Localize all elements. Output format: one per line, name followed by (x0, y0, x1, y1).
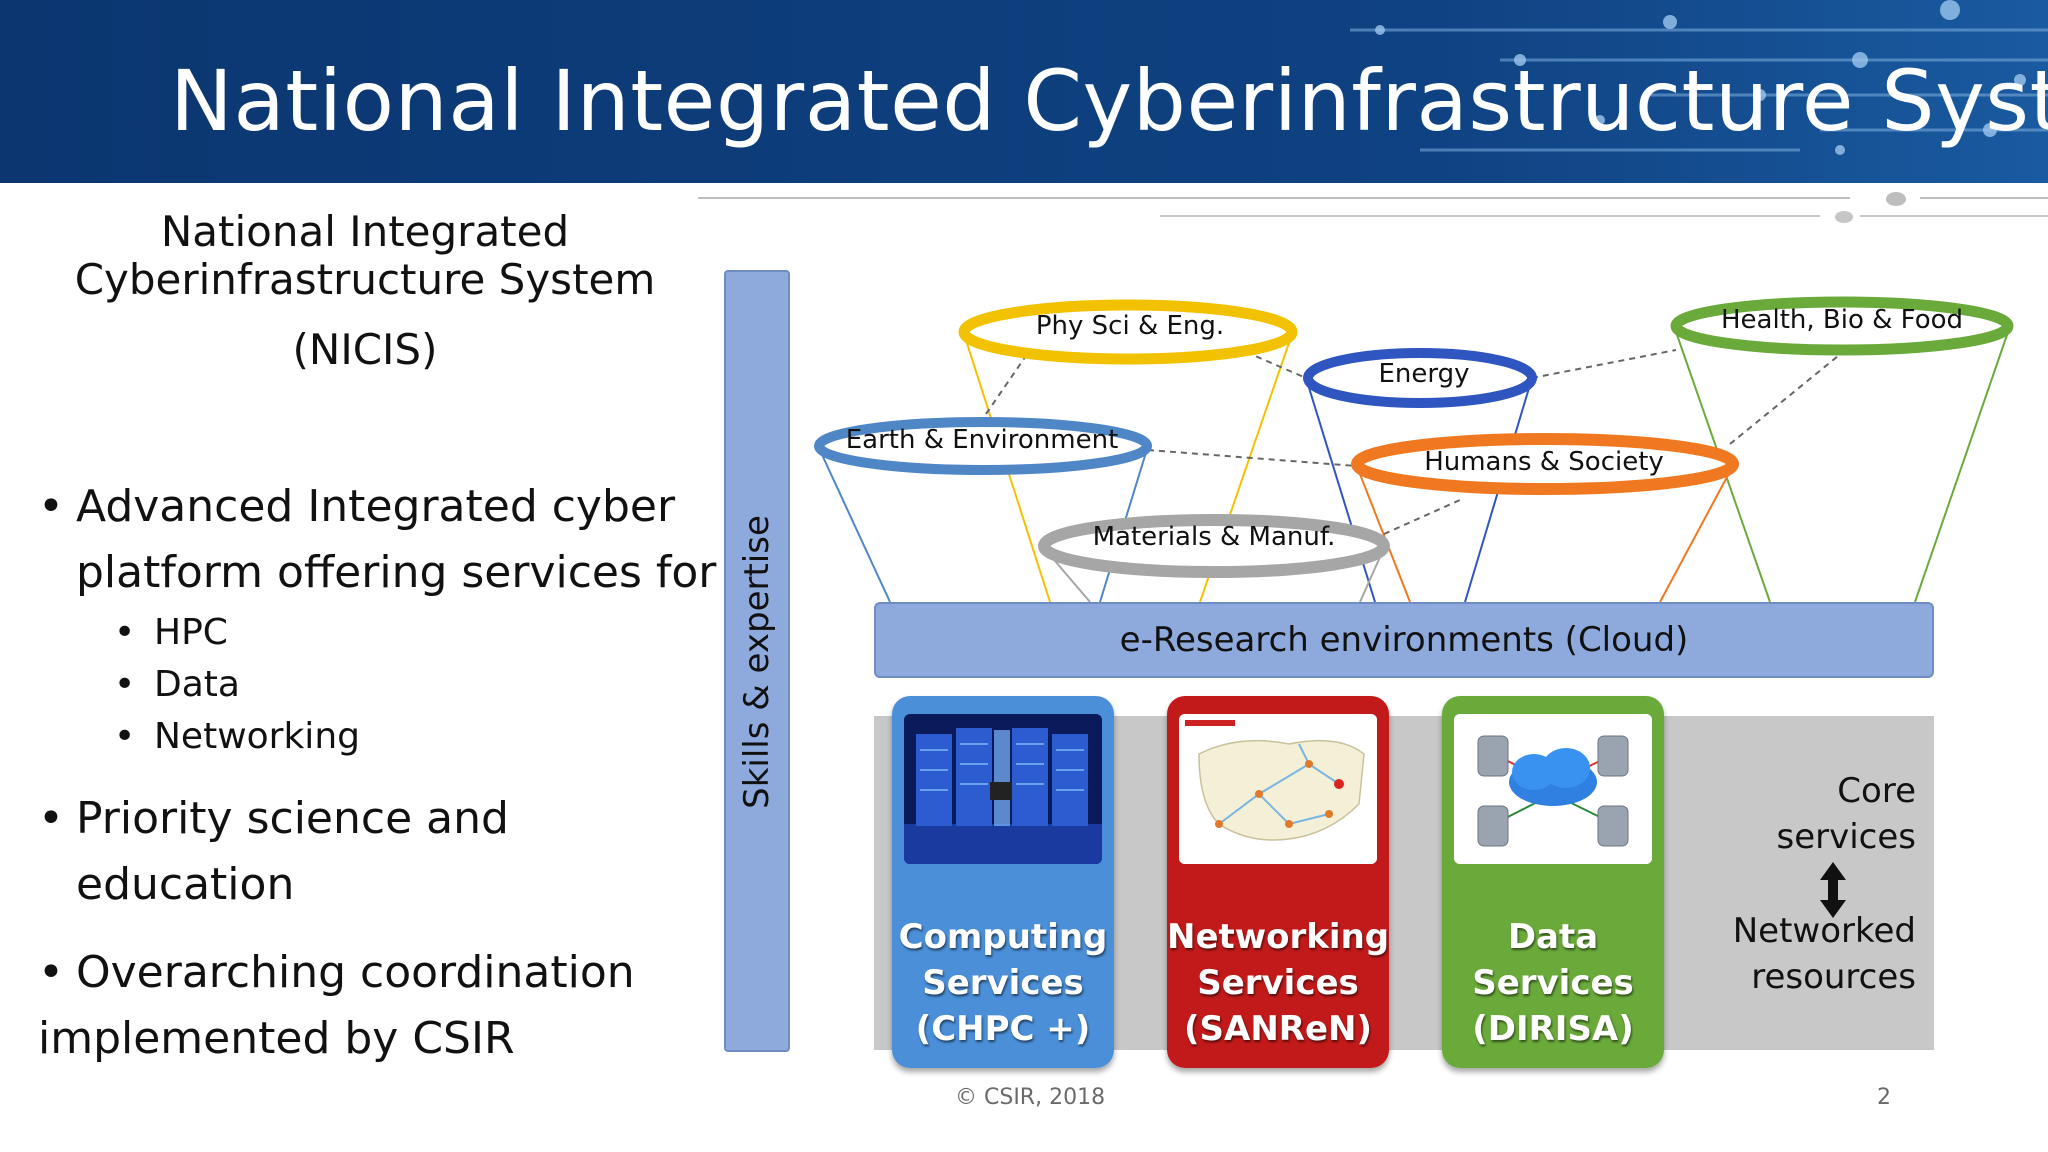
networked-line-2: resources (1751, 957, 1916, 997)
bullet-line-2: implemented by CSIR (38, 1013, 515, 1064)
copyright-footer: © CSIR, 2018 (955, 1085, 1106, 1110)
domain-materials-manuf: Materials & Manuf. (1092, 522, 1336, 552)
service-label-line-2: Services (1472, 963, 1634, 1003)
supercomputer-image (904, 714, 1102, 864)
bullet-priority-science: • Priority science and education (38, 786, 718, 918)
e-research-cloud-bar (874, 602, 1934, 678)
networked-line-1: Networked (1732, 911, 1916, 951)
service-label-line-3: (DIRISA) (1472, 1009, 1634, 1049)
service-label-line-3: (CHPC +) (915, 1009, 1091, 1049)
bullet-line-2: education (76, 859, 295, 910)
service-label: Data Services (DIRISA) (1442, 914, 1664, 1052)
domain-health-bio-food: Health, Bio & Food (1720, 305, 1964, 335)
data-services-card: Data Services (DIRISA) (1442, 696, 1664, 1068)
divider-decoration (698, 192, 2048, 223)
bullet-coordination: • Overarching coordination implemented b… (38, 940, 718, 1072)
service-label-line-1: Networking (1167, 917, 1389, 957)
bullet-dot: • (38, 947, 64, 998)
network-map-image (1179, 714, 1377, 864)
bullet-line-1: Overarching coordination (76, 947, 635, 998)
heading-line-1: National Integrated (160, 207, 570, 256)
networking-services-card: Networking Services (SANReN) (1167, 696, 1389, 1068)
service-label-line-2: Services (1197, 963, 1359, 1003)
domain-earth-environment: Earth & Environment (845, 425, 1119, 455)
heading-line-2: Cyberinfrastructure System (74, 255, 656, 304)
core-line-2: services (1776, 817, 1916, 857)
sub-item-label: Networking (154, 716, 360, 757)
skills-expertise-bar (724, 270, 790, 1052)
domain-energy: Energy (1378, 359, 1470, 389)
header-banner: National Integrated Cyberinfrastructure … (0, 0, 2048, 183)
page-title: National Integrated Cyberinfrastructure … (170, 52, 2048, 150)
bullet-line-1: Priority science and (76, 793, 509, 844)
bullet-dot: • (114, 664, 136, 705)
bullet-dot: • (114, 716, 136, 757)
networked-resources-label: Networked resources (1733, 908, 1916, 1000)
service-label-line-1: Data (1507, 917, 1599, 957)
service-label-line-1: Computing (898, 917, 1108, 957)
bullet-line-1: Advanced Integrated cyber (76, 481, 676, 532)
core-line-1: Core (1837, 771, 1916, 811)
service-label-line-3: (SANReN) (1183, 1009, 1373, 1049)
bullet-line-2: platform offering services for (76, 547, 717, 598)
sub-item-data: • Data (114, 664, 240, 705)
circuit-decoration (0, 0, 2048, 183)
e-research-cloud-label: e-Research environments (Cloud) (1119, 620, 1689, 660)
service-label-line-2: Services (922, 963, 1084, 1003)
domain-humans-society: Humans & Society (1424, 447, 1664, 477)
computing-services-card: Computing Services (CHPC +) (892, 696, 1114, 1068)
sub-item-label: Data (154, 664, 240, 705)
sub-item-hpc: • HPC (114, 612, 228, 653)
double-arrow-icon (1820, 862, 1846, 918)
nicis-heading: National Integrated Cyberinfrastructure … (40, 208, 690, 374)
bullet-advanced-platform: • Advanced Integrated cyber platform off… (38, 474, 718, 606)
page-number: 2 (1877, 1085, 1891, 1110)
service-label: Computing Services (CHPC +) (892, 914, 1114, 1052)
domain-phy-sci-eng: Phy Sci & Eng. (1035, 311, 1225, 341)
bullet-dot: • (38, 481, 64, 532)
bullet-dot: • (38, 793, 64, 844)
heading-acronym: (NICIS) (292, 325, 438, 374)
sub-item-label: HPC (154, 612, 228, 653)
sub-item-networking: • Networking (114, 716, 360, 757)
cloud-data-image (1454, 714, 1652, 864)
core-services-label: Core services (1776, 768, 1916, 860)
bullet-dot: • (114, 612, 136, 653)
service-label: Networking Services (SANReN) (1167, 914, 1389, 1052)
